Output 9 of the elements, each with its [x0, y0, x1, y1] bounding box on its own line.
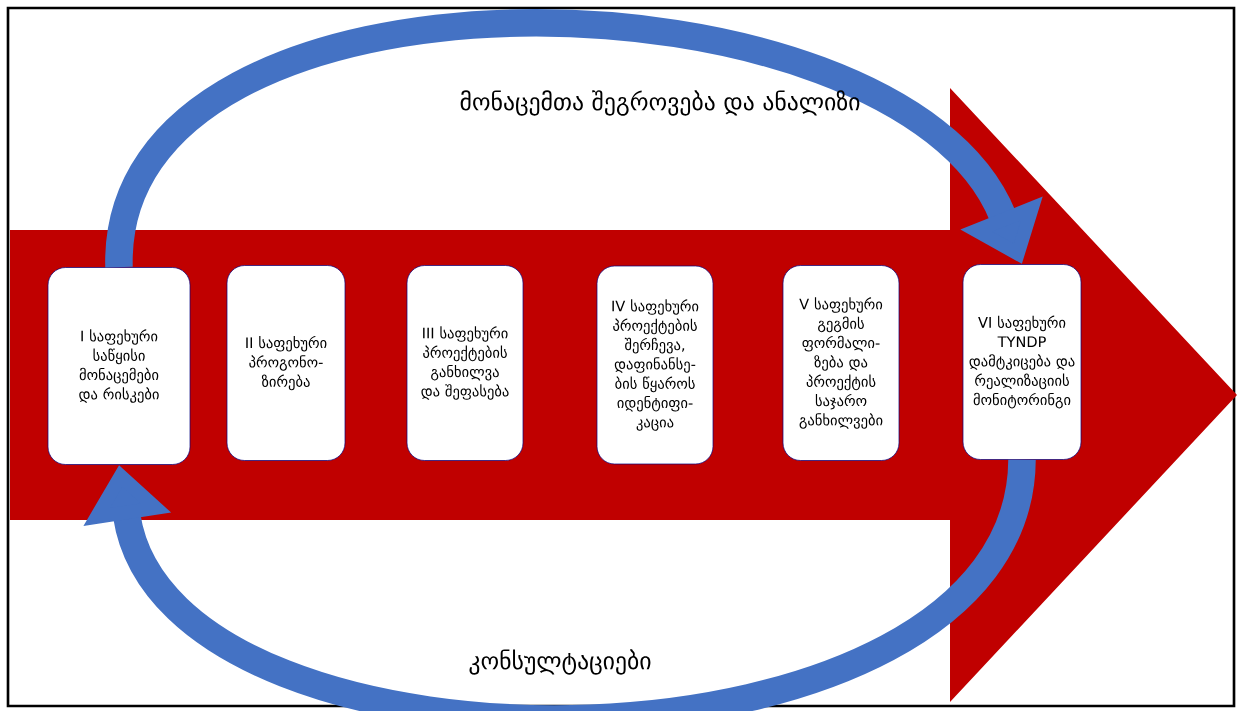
stage-box: III საფეხური პროექტების განხილვა და შეფასება: [406, 265, 524, 461]
loop-label: მონაცემთა შეგროვება და ანალიზი: [460, 90, 860, 116]
stage-box: IV საფეხური პროექტების შერჩევა, დაფინანსე- ბის წყაროს იდენტიფი- კაცია: [596, 265, 714, 465]
loop-label: კონსულტაციები: [469, 649, 651, 675]
curved-arrow: [105, 9, 1043, 270]
stage-box: VI საფეხური TYNDP დამტკიცება და რეალიზაციის მონიტორინგი: [962, 264, 1082, 460]
stage-box: II საფეხური პროგონო- ზირება: [226, 265, 346, 461]
stage-box: I საფეხური საწყისი მონაცემები და რისკები: [47, 267, 191, 465]
stage-box: V საფეხური გეგმის ფორმალი- ზება და პროექტის საჯარო განხილვები: [782, 265, 900, 461]
